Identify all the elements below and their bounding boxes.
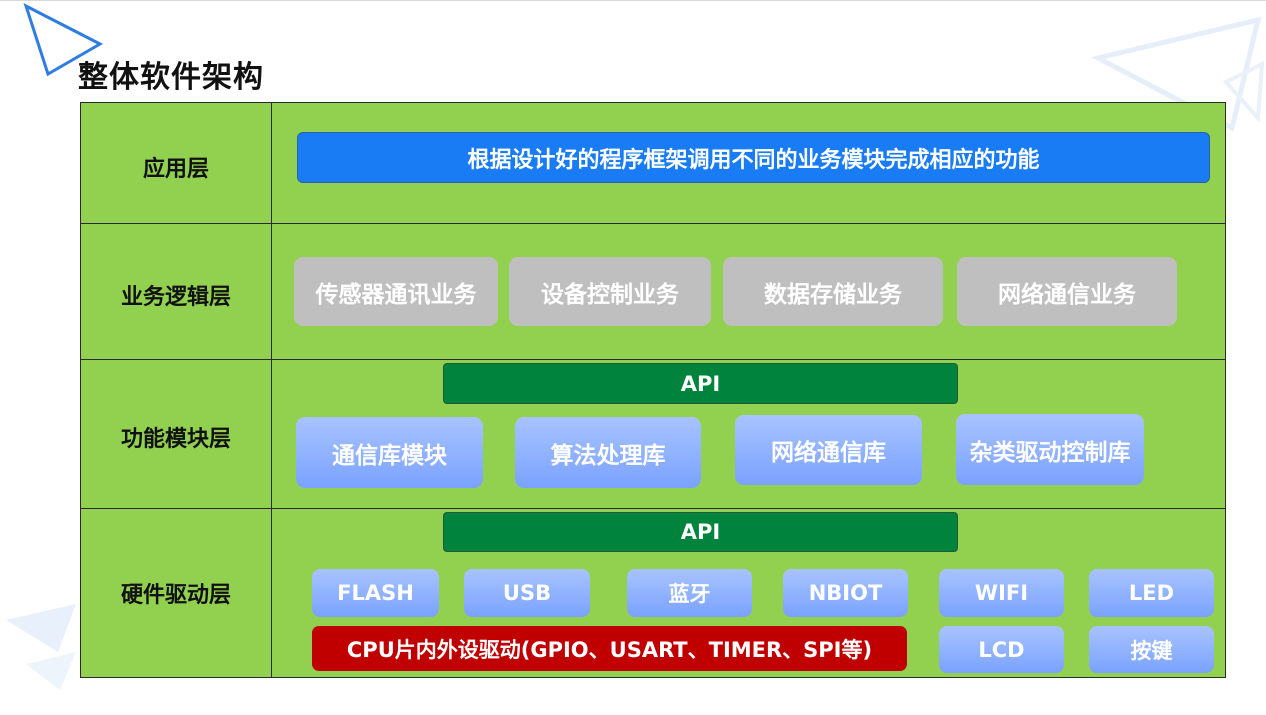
cpu-peripheral-driver: CPU片内外设驱动(GPIO、USART、TIMER、SPI等) [312,626,907,671]
bottom-left-triangle-icon [6,604,76,652]
hw-bluetooth: 蓝牙 [627,569,752,617]
hw-nbiot: NBIOT [783,569,908,617]
module-misc-driver-lib: 杂类驱动控制库 [956,414,1144,485]
app-layer-description: 根据设计好的程序框架调用不同的业务模块完成相应的功能 [297,132,1210,183]
row-divider [81,223,1225,224]
hw-led: LED [1089,569,1214,617]
module-algorithm-lib: 算法处理库 [515,417,701,488]
hw-usb: USB [464,569,590,617]
layer-label-function: 功能模块层 [120,427,231,452]
business-sensor-comm: 传感器通讯业务 [294,257,498,326]
top-divider [0,0,1266,1]
layer-label-app: 应用层 [142,157,209,182]
business-data-storage: 数据存储业务 [723,257,943,326]
right-small-triangle-icon [1222,60,1265,123]
hw-flash: FLASH [312,569,439,617]
row-divider [81,508,1225,509]
page-title: 整体软件架构 [78,60,264,95]
business-network-comm: 网络通信业务 [957,257,1177,326]
function-api-bar: API [443,363,958,404]
bottom-left-small-triangle-icon [26,652,76,690]
hw-keys: 按键 [1089,626,1214,673]
hardware-api-bar: API [443,512,958,552]
module-comm-lib: 通信库模块 [296,417,483,488]
column-divider [271,103,272,677]
business-device-control: 设备控制业务 [509,257,711,326]
row-divider [81,359,1225,360]
top-left-triangle-icon [23,3,104,77]
hw-wifi: WIFI [939,569,1064,617]
layer-label-business: 业务逻辑层 [120,285,231,310]
layer-label-hardware: 硬件驱动层 [120,583,231,608]
module-network-lib: 网络通信库 [735,415,922,485]
hw-lcd: LCD [939,626,1064,673]
